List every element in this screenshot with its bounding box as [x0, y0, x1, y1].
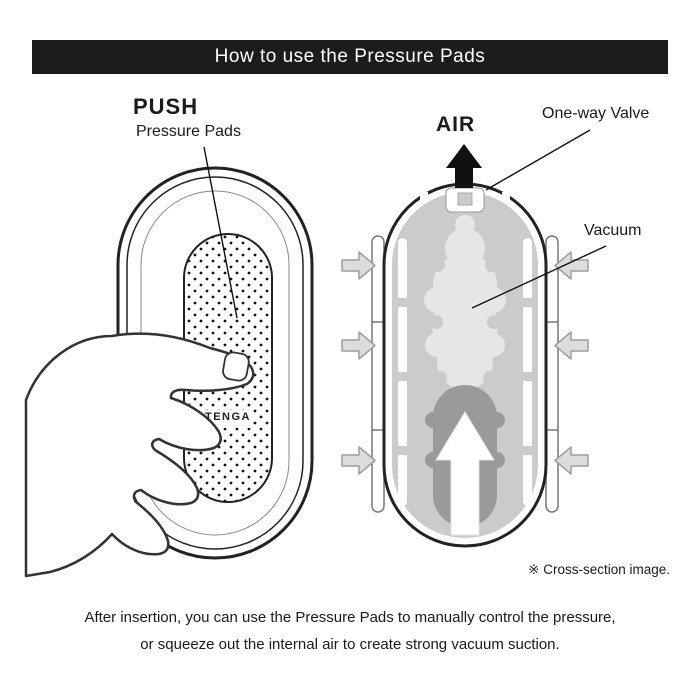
cross-section-note: ※ Cross-section image.	[528, 562, 670, 577]
valve-leader-line	[485, 129, 591, 191]
vacuum-leader-line	[471, 245, 607, 309]
vacuum-label: Vacuum	[584, 222, 642, 239]
air-up-arrow-icon	[446, 144, 482, 188]
squeeze-arrow-icon	[554, 331, 589, 360]
insertion-arrow-icon	[435, 411, 495, 536]
vacuum-chamber	[424, 215, 506, 390]
squeeze-arrow-icon	[341, 446, 376, 475]
squeeze-arrow-icon	[554, 251, 589, 280]
air-label: AIR	[436, 113, 476, 136]
hand-illustration	[24, 332, 255, 578]
squeeze-arrows	[341, 251, 589, 475]
pads-leader-line	[203, 146, 238, 319]
push-label: PUSH	[133, 94, 199, 119]
tenga-logo: TENGA	[205, 411, 251, 423]
leader-lines	[203, 129, 607, 319]
title-banner: How to use the Pressure Pads	[32, 40, 668, 74]
instruction-line1: After insertion, you can use the Pressur…	[84, 609, 616, 626]
squeeze-arrow-icon	[341, 251, 376, 280]
instruction-line2: or squeeze out the internal air to creat…	[140, 636, 560, 653]
one-way-valve-label: One-way Valve	[542, 105, 650, 122]
cross-section-illustration	[371, 182, 559, 548]
fingernail	[222, 351, 250, 382]
one-way-valve	[445, 187, 485, 213]
pressure-pads-label: Pressure Pads	[136, 123, 241, 140]
squeeze-arrow-icon	[554, 446, 589, 475]
squeeze-arrow-icon	[341, 331, 376, 360]
